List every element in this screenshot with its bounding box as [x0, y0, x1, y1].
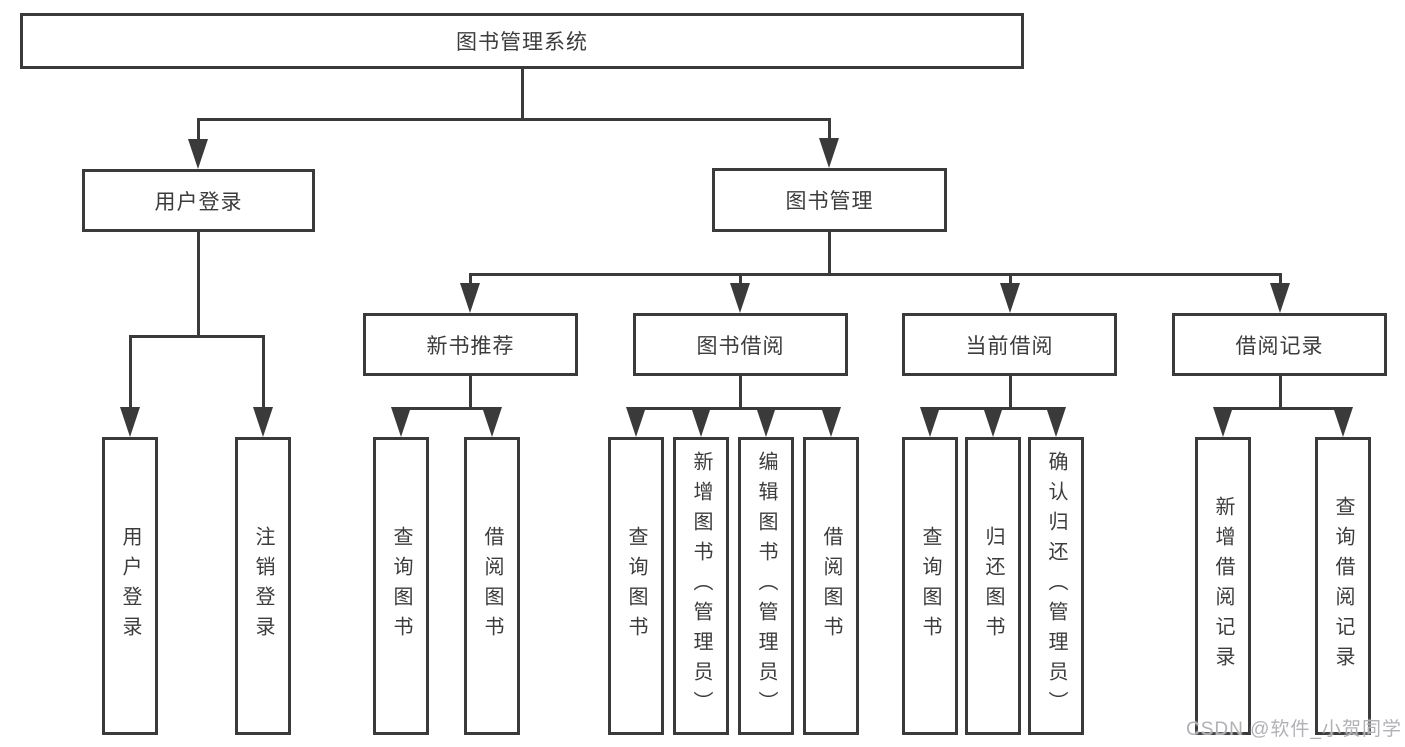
connector [739, 273, 742, 288]
leaf-label: 用户登录 [119, 526, 141, 646]
connector [739, 376, 742, 407]
arrow-down-icon [1000, 283, 1020, 313]
leaf-label: 查询图书 [919, 526, 941, 646]
node-book-management: 图书管理 [712, 168, 947, 232]
arrow-down-icon [188, 139, 208, 169]
connector [400, 407, 494, 410]
arrow-down-icon [391, 407, 411, 437]
node-book-borrowing: 图书借阅 [633, 313, 848, 376]
connector [635, 407, 833, 410]
node-book-borrowing-label: 图书借阅 [696, 334, 785, 358]
leaf-label: 新增图书（管理员） [690, 451, 712, 721]
node-root: 图书管理系统 [20, 13, 1024, 69]
arrow-down-icon [460, 283, 480, 313]
leaf-confirm-return-admin: 确认归还（管理员） [1028, 437, 1084, 735]
connector [1009, 273, 1012, 288]
node-new-book-recommendation: 新书推荐 [363, 313, 578, 376]
connector [129, 335, 132, 415]
node-new-book-recommendation-label: 新书推荐 [426, 334, 515, 358]
node-current-borrowing: 当前借阅 [902, 313, 1117, 376]
leaf-query-books-1: 查询图书 [373, 437, 429, 735]
csdn-watermark: CSDN @软件_小贺同学 [1186, 719, 1402, 740]
leaf-query-books-2: 查询图书 [608, 437, 664, 735]
node-borrowing-records: 借阅记录 [1172, 313, 1387, 376]
connector [469, 273, 1282, 276]
arrow-down-icon [756, 407, 776, 437]
leaf-user-login: 用户登录 [102, 437, 158, 735]
leaf-label: 注销登录 [252, 526, 274, 646]
leaf-label: 借阅图书 [820, 526, 842, 646]
leaf-query-borrow-record: 查询借阅记录 [1315, 437, 1371, 735]
node-user-login: 用户登录 [82, 169, 315, 232]
arrow-down-icon [1270, 283, 1290, 313]
arrow-down-icon [253, 407, 273, 437]
arrow-down-icon [821, 407, 841, 437]
arrow-down-icon [1046, 407, 1066, 437]
leaf-label: 归还图书 [982, 526, 1004, 646]
arrow-down-icon [1333, 407, 1353, 437]
connector [1222, 407, 1345, 410]
node-book-management-label: 图书管理 [785, 190, 874, 213]
leaf-label: 确认归还（管理员） [1045, 451, 1067, 721]
node-borrowing-records-label: 借阅记录 [1235, 334, 1324, 358]
leaf-label: 借阅图书 [481, 526, 503, 646]
connector [469, 273, 472, 288]
arrow-down-icon [730, 283, 750, 313]
leaf-borrow-books-2: 借阅图书 [803, 437, 859, 735]
arrow-down-icon [120, 407, 140, 437]
connector [262, 335, 265, 415]
connector [1279, 376, 1282, 407]
arrow-down-icon [920, 407, 940, 437]
leaf-edit-books-admin: 编辑图书（管理员） [738, 437, 794, 735]
leaf-label: 查询图书 [625, 526, 647, 646]
arrow-down-icon [626, 407, 646, 437]
leaf-add-borrow-record: 新增借阅记录 [1195, 437, 1251, 735]
connector [1279, 273, 1282, 288]
connector [828, 118, 831, 148]
arrow-down-icon [819, 138, 839, 168]
connector [1009, 376, 1012, 407]
arrow-down-icon [691, 407, 711, 437]
arrow-down-icon [482, 407, 502, 437]
connector [129, 335, 265, 338]
leaf-query-books-3: 查询图书 [902, 437, 958, 735]
leaf-logout: 注销登录 [235, 437, 291, 735]
connector [469, 376, 472, 407]
arrow-down-icon [983, 407, 1003, 437]
connector [197, 232, 200, 335]
leaf-label: 查询图书 [390, 526, 412, 646]
connector [521, 69, 524, 118]
leaf-label: 新增借阅记录 [1212, 496, 1234, 676]
node-user-login-label: 用户登录 [154, 190, 243, 214]
leaf-borrow-books-1: 借阅图书 [464, 437, 520, 735]
connector [197, 118, 200, 148]
node-root-label: 图书管理系统 [456, 31, 588, 54]
node-current-borrowing-label: 当前借阅 [965, 334, 1054, 358]
arrow-down-icon [1213, 407, 1233, 437]
leaf-return-books: 归还图书 [965, 437, 1021, 735]
leaf-label: 编辑图书（管理员） [755, 451, 777, 721]
connector [197, 118, 831, 121]
leaf-label: 查询借阅记录 [1332, 496, 1354, 676]
leaf-add-books-admin: 新增图书（管理员） [673, 437, 729, 735]
connector [828, 232, 831, 276]
